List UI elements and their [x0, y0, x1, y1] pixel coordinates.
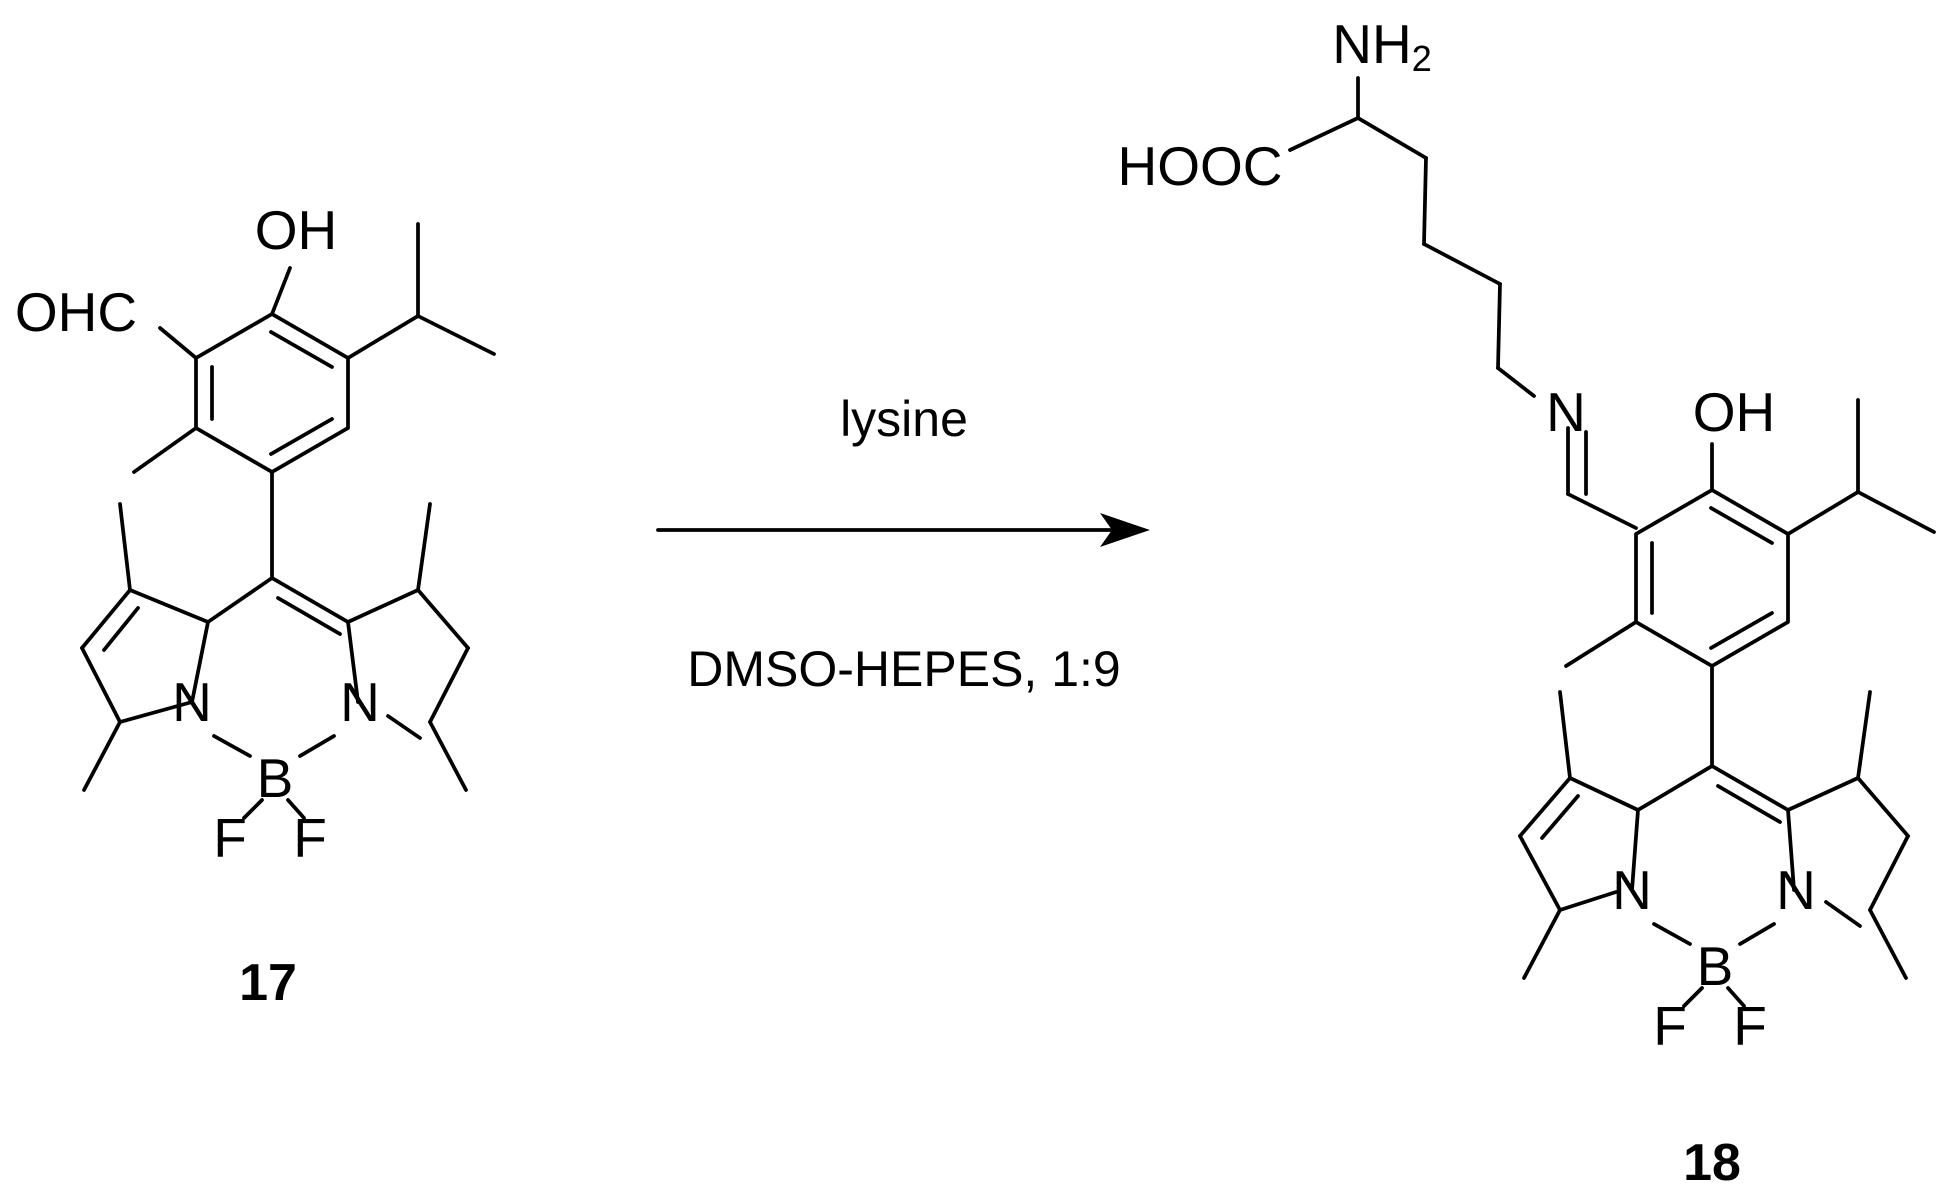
reactant-atoms: OHC OH N N B F F	[15, 199, 380, 869]
product-hydroxyl-label: OH	[1693, 381, 1776, 443]
product-fluorine-right-label: F	[1733, 995, 1767, 1057]
nitrogen-left-label: N	[172, 671, 212, 733]
reaction-arrow	[656, 513, 1150, 547]
fluorine-right-label: F	[293, 807, 327, 869]
product-atoms: NH2 HOOC N OH N N B F F	[1118, 13, 1816, 1057]
compound-18-label: 18	[1683, 1134, 1741, 1192]
compound-17-label: 17	[239, 954, 297, 1012]
boron-label: B	[257, 747, 294, 809]
imine-nitrogen-label: N	[1546, 381, 1586, 443]
acid-label: HOOC	[1118, 135, 1283, 197]
product-boron-label: B	[1697, 935, 1734, 997]
aldehyde-label: OHC	[15, 281, 137, 343]
product-nitrogen-right-label: N	[1776, 859, 1816, 921]
nitrogen-right-label: N	[340, 671, 380, 733]
product-nitrogen-left-label: N	[1612, 859, 1652, 921]
arrowhead	[1100, 513, 1150, 547]
reactant-bonds	[80, 222, 496, 820]
fluorine-left-label: F	[213, 807, 247, 869]
reactant-17: OHC OH N N B F F 17	[15, 199, 496, 1012]
reagent-label: lysine	[840, 391, 968, 447]
hydroxyl-label: OH	[255, 199, 338, 261]
product-18: NH2 HOOC N OH N N B F F 18	[1118, 13, 1936, 1192]
product-bonds	[1288, 76, 1936, 1008]
conditions-label: DMSO-HEPES, 1:9	[687, 641, 1120, 697]
product-fluorine-left-label: F	[1653, 995, 1687, 1057]
amine-label: NH2	[1332, 13, 1431, 79]
